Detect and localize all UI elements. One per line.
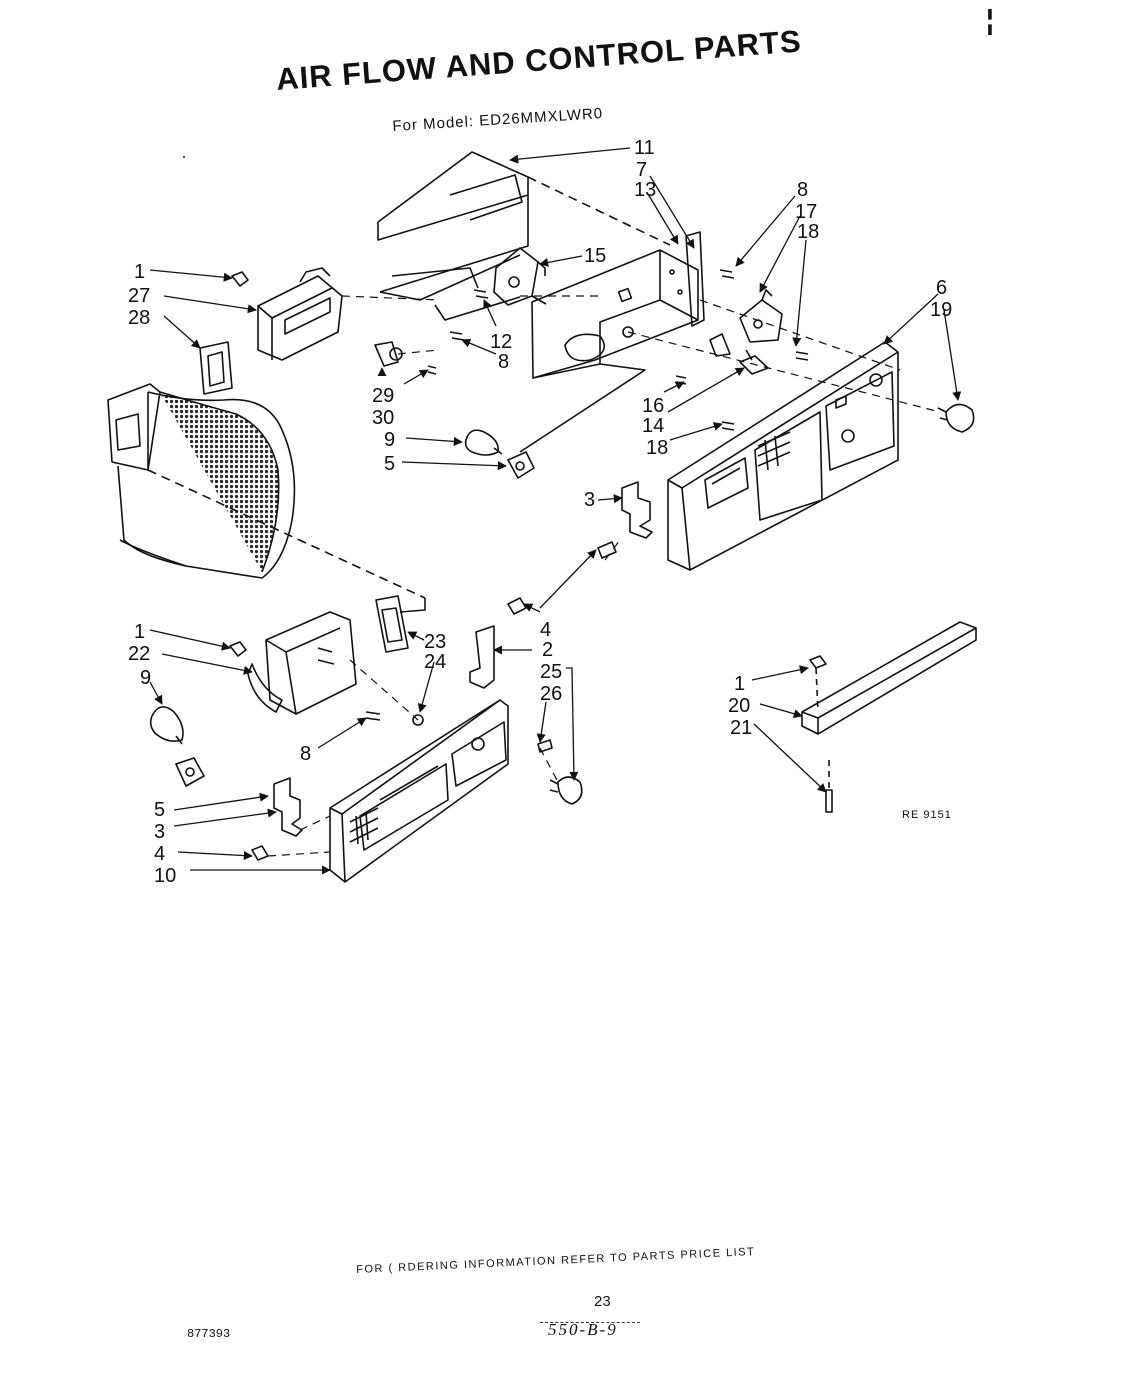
- callout-10: 10: [154, 865, 176, 887]
- callout-12: 12: [490, 331, 512, 353]
- callout-6: 6: [936, 277, 947, 299]
- callout-5: 5: [384, 453, 395, 475]
- callout-1: 1: [134, 261, 145, 283]
- callout-29: 29: [372, 385, 394, 407]
- callout-4: 4: [154, 843, 165, 865]
- callout-24: 24: [424, 651, 446, 673]
- page-number: 23: [594, 1293, 611, 1310]
- callout-15: 15: [584, 245, 606, 267]
- document-number: 877393: [187, 1327, 231, 1341]
- callout-3: 3: [154, 821, 165, 843]
- callout-8: 8: [300, 743, 311, 765]
- callout-25: 25: [540, 661, 562, 683]
- bracket-part-3-upper: [621, 481, 653, 539]
- corner-mark: ¦: [986, 4, 994, 35]
- callout-4: 4: [540, 619, 551, 641]
- leader-arrows: [149, 147, 962, 875]
- callout-20: 20: [728, 695, 750, 717]
- callout-26: 26: [540, 683, 562, 705]
- callout-9: 9: [384, 429, 395, 451]
- callout-21: 21: [730, 717, 752, 739]
- callout-9: 9: [140, 667, 151, 689]
- callout-27: 27: [128, 285, 150, 307]
- lower-control-panel-part: [329, 699, 509, 883]
- callout-13: 13: [634, 179, 656, 201]
- handwritten-note: 550-B-9: [548, 1320, 618, 1339]
- exploded-parts-diagram: 11 7 13 8 17 18 15 1 27 28 12 8 29 30 6 …: [107, 137, 977, 887]
- knob-part-25: [537, 739, 583, 805]
- lamp-socket-lower-part: [175, 757, 205, 787]
- nut-part-1-upper: [231, 271, 249, 287]
- upper-control-panel-part: [667, 341, 899, 571]
- callout-1: 1: [134, 621, 145, 643]
- callout-5: 5: [154, 799, 165, 821]
- callout-11: 11: [634, 137, 655, 159]
- callout-16: 16: [642, 395, 664, 417]
- lamp-socket-upper-part: [507, 451, 535, 479]
- gasket-part-23: [375, 595, 409, 653]
- lower-fasteners: [229, 641, 424, 726]
- control-mount-box-part: [519, 231, 705, 453]
- scan-speck: [183, 156, 185, 158]
- bracket-part-3-lower: [273, 777, 303, 837]
- freshener-housing-lower-part: [247, 611, 357, 715]
- knob-part-19: [937, 403, 975, 433]
- callout-7: 7: [636, 159, 647, 181]
- air-duct-housing-part: [377, 151, 671, 321]
- switch-part: [739, 349, 769, 375]
- callout-14: 14: [642, 415, 664, 437]
- callout-numbers: 11 7 13 8 17 18 15 1 27 28 12 8 29 30 6 …: [128, 137, 952, 887]
- light-bulb-upper-part: [464, 429, 503, 456]
- callout-23: 23: [424, 631, 446, 653]
- callout-1: 1: [734, 673, 745, 695]
- assembly-lines: [267, 295, 941, 857]
- trim-strip-part: [801, 621, 977, 813]
- callout-19: 19: [930, 299, 952, 321]
- ordering-info-note: FOR ( RDERING INFORMATION REFER TO PARTS…: [356, 1245, 756, 1276]
- handwritten-underline: [540, 1322, 640, 1323]
- thermostat-control-part: [709, 289, 783, 357]
- lamp-socket-part-29: [374, 341, 403, 367]
- callout-18: 18: [646, 437, 668, 459]
- freshener-housing-upper-part: [257, 267, 343, 361]
- callout-8: 8: [498, 351, 509, 373]
- callout-28: 28: [128, 307, 150, 329]
- callout-2: 2: [542, 639, 553, 661]
- callout-22: 22: [128, 643, 150, 665]
- gasket-part-28: [199, 341, 233, 395]
- diagram-reference: RE 9151: [902, 809, 952, 821]
- fastener-part-4-lower: [251, 845, 269, 861]
- callout-3: 3: [584, 489, 595, 511]
- refrigerator-liner-section: [107, 383, 426, 613]
- light-bulb-lower-part: [149, 706, 184, 745]
- callout-17: 17: [795, 201, 817, 223]
- callout-30: 30: [372, 407, 394, 429]
- callout-8: 8: [797, 179, 808, 201]
- callout-18: 18: [797, 221, 819, 243]
